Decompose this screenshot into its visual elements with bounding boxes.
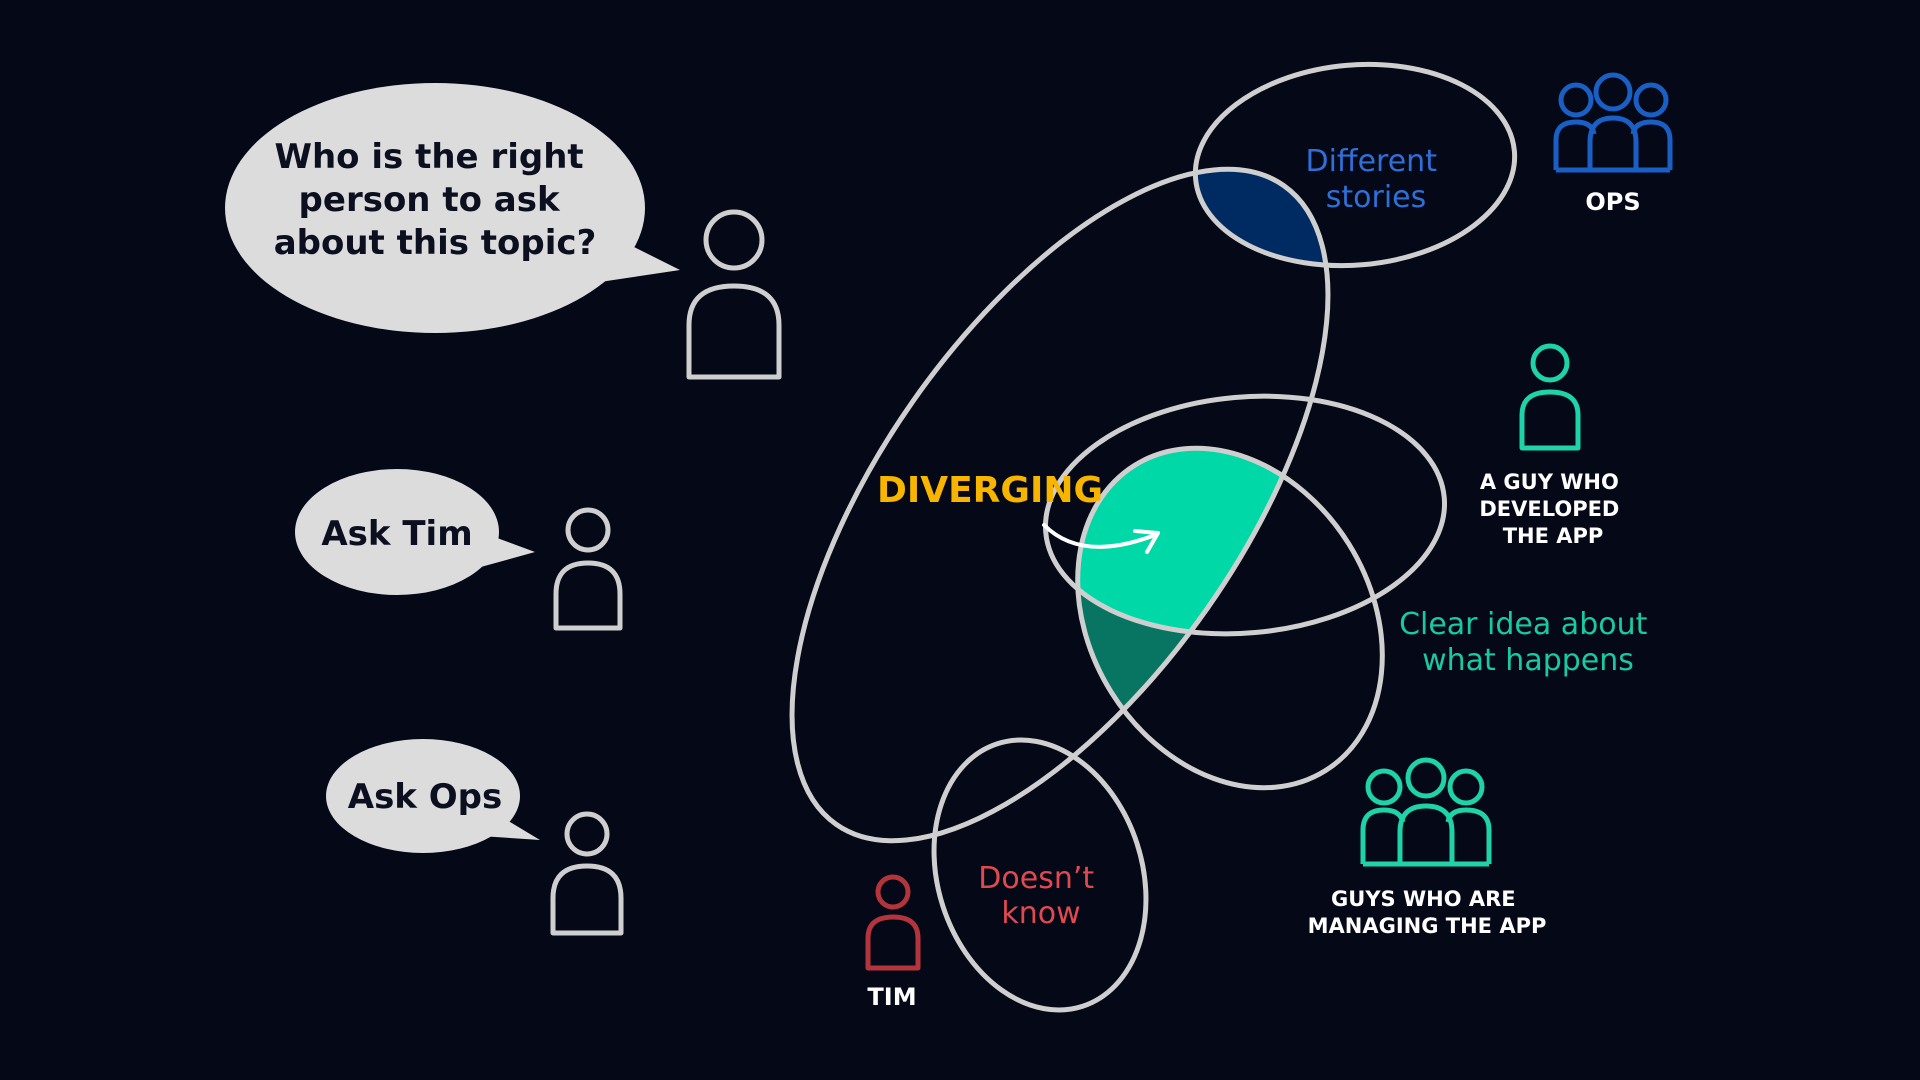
developer-person-icon	[1519, 343, 1581, 451]
question-line-2: person to ask	[299, 180, 561, 220]
svg-text:A GUY WHO DEVELOPED TH: A GUY WHO DEVELOPED THE APP	[1479, 470, 1626, 548]
clear-idea-line-1: Clear idea about	[1399, 607, 1648, 642]
developer-ellipse	[1042, 393, 1448, 637]
svg-text:Clear idea about what happ: Clear idea about what happens	[1399, 607, 1657, 678]
ops-ellipse	[1192, 61, 1518, 269]
svg-text:Who is the right person: Who is the right person to ask about thi…	[274, 137, 597, 263]
question-bubble: Who is the right person to ask about thi…	[225, 83, 680, 333]
tim-ellipse	[931, 737, 1149, 1013]
person-icon	[550, 811, 624, 936]
diverging-arrow-icon	[1042, 523, 1160, 554]
developer-label-2: DEVELOPED	[1479, 497, 1619, 521]
managers-label-2: MANAGING THE APP	[1308, 914, 1547, 938]
svg-text:GUYS WHO ARE MANAGING THE: GUYS WHO ARE MANAGING THE APP	[1308, 887, 1547, 938]
ask-tim-text: Ask Tim	[321, 514, 472, 554]
ops-group-icon	[1553, 72, 1673, 173]
big-ellipse	[789, 166, 1331, 844]
svg-text:Different stories: Different stories	[1305, 144, 1446, 215]
ops-label: OPS	[1585, 188, 1640, 216]
developer-label-3: THE APP	[1503, 524, 1604, 548]
question-line-3: about this topic?	[274, 223, 597, 263]
ask-tim-bubble: Ask Tim	[295, 469, 535, 595]
tim-person-icon	[865, 874, 921, 971]
developer-label-1: A GUY WHO	[1480, 470, 1619, 494]
ask-ops-text: Ask Ops	[348, 777, 502, 817]
doesnt-know-line-1: Doesn’t	[978, 861, 1094, 896]
person-icon	[686, 209, 782, 380]
managers-group-icon	[1360, 757, 1492, 867]
doesnt-know-line-2: know	[1001, 896, 1080, 931]
managers-label-1: GUYS WHO ARE	[1331, 887, 1516, 911]
different-stories-line-2: stories	[1326, 180, 1427, 215]
question-line-1: Who is the right	[274, 137, 583, 177]
managers-ellipse	[1075, 445, 1385, 791]
person-icon	[553, 507, 623, 631]
different-stories-line-1: Different	[1305, 144, 1437, 179]
svg-text:Doesn’t know: Doesn’t know	[978, 861, 1103, 931]
diverging-label: DIVERGING	[877, 470, 1103, 511]
clear-idea-line-2: what happens	[1422, 643, 1634, 678]
ask-ops-bubble: Ask Ops	[326, 739, 540, 853]
tim-label: TIM	[867, 983, 916, 1011]
